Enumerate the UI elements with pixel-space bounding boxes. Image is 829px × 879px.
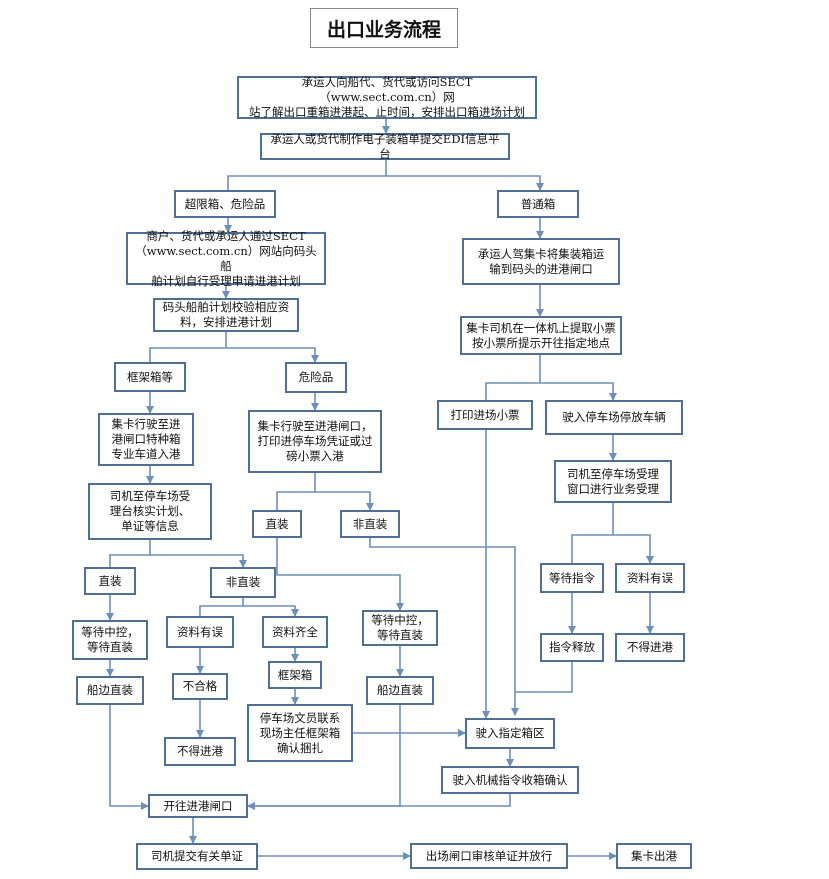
flow-node-n32: 船边直装 xyxy=(366,676,434,705)
connector-n14-split xyxy=(276,473,370,510)
flow-node-n31: 不合格 xyxy=(172,673,228,700)
flow-node-n9: 框架箱等 xyxy=(114,362,186,392)
connector-n7-split xyxy=(149,332,315,362)
flow-node-n12: 驶入停车场停放车辆 xyxy=(545,400,683,435)
flow-node-n15: 司机至停车场受理 窗口进行业务受理 xyxy=(554,460,672,503)
flow-node-n13: 集卡行驶至进 港闸口特种箱 专业车道入港 xyxy=(98,413,194,466)
connector-n27-n34 xyxy=(515,662,573,693)
flow-node-n1: 承运人向船代、货代或访问SECT（www.sect.com.cn）网 站了解出口… xyxy=(237,75,537,119)
connector-n8-split xyxy=(485,355,613,400)
flow-node-n27: 指令释放 xyxy=(540,633,604,662)
flow-node-n8: 集卡司机在一体机上提取小票 按小票所提示开往指定地点 xyxy=(460,316,622,355)
connector-n18-split xyxy=(199,598,295,616)
flow-node-n33: 停车场文员联系 现场主任框架箱 确认捆扎 xyxy=(247,704,353,762)
flow-node-n25: 资料齐全 xyxy=(262,616,328,648)
flow-node-n2: 承运人或货代制作电子装箱单提交EDI信息平台 xyxy=(260,132,510,161)
connector-n19-n26 xyxy=(276,538,404,611)
connector-n15-split xyxy=(571,503,650,563)
flow-node-n34: 驶入指定箱区 xyxy=(465,718,555,749)
flow-node-n24: 资料有误 xyxy=(166,616,234,648)
flow-node-n37: 开往进港闸口 xyxy=(148,794,248,818)
flow-node-n11: 打印进场小票 xyxy=(437,400,533,430)
connector-n30-n37 xyxy=(109,705,149,810)
connector-n36-n37 xyxy=(247,794,511,810)
flow-node-n19: 直装 xyxy=(84,567,136,595)
flow-node-n22: 资料有误 xyxy=(615,563,685,593)
connector-n20-n34 xyxy=(369,538,519,716)
flow-node-n10: 危险品 xyxy=(285,362,347,393)
flow-node-n18: 非直装 xyxy=(340,510,400,538)
flow-node-n21: 等待指令 xyxy=(540,563,604,593)
flow-node-n14: 集卡行驶至进港闸口， 打印进停车场凭证或过 磅小票入港 xyxy=(248,410,382,473)
flow-node-n7: 码头船舶计划校验相应资 料，安排进港计划 xyxy=(153,298,299,332)
flow-node-n40: 集卡出港 xyxy=(616,843,692,869)
page-title: 出口业务流程 xyxy=(310,8,458,48)
flow-node-n29: 框架箱 xyxy=(268,661,322,689)
flow-node-n30: 船边直装 xyxy=(76,676,144,705)
flow-node-n3: 超限箱、危险品 xyxy=(174,190,276,218)
flow-node-n36: 驶入机械指令收箱确认 xyxy=(441,766,579,794)
flow-node-n39: 出场闸口审核单证并放行 xyxy=(410,843,568,869)
connector-n2-split xyxy=(227,160,540,190)
flow-node-n26: 等待中控， 等待直装 xyxy=(362,610,438,646)
flow-node-n28: 不得进港 xyxy=(615,633,685,662)
connector-n16-split xyxy=(109,540,243,567)
flow-node-n38: 司机提交有关单证 xyxy=(136,843,258,870)
flow-node-n16: 司机至停车场受 理台核实计划、 单证等信息 xyxy=(88,483,212,540)
flow-node-n17: 直装 xyxy=(252,510,302,538)
flow-node-n23: 等待中控， 等待直装 xyxy=(72,620,148,660)
flow-node-n35: 不得进港 xyxy=(164,737,236,766)
flow-node-n5: 商户、货代或承运人通过SECT （www.sect.com.cn）网站向码头船 … xyxy=(126,229,326,288)
flow-node-n4: 普通箱 xyxy=(497,190,579,218)
flow-node-n20: 非直装 xyxy=(210,567,276,598)
flow-node-n6: 承运人驾集卡将集装箱运 输到码头的进港闸口 xyxy=(462,238,620,285)
